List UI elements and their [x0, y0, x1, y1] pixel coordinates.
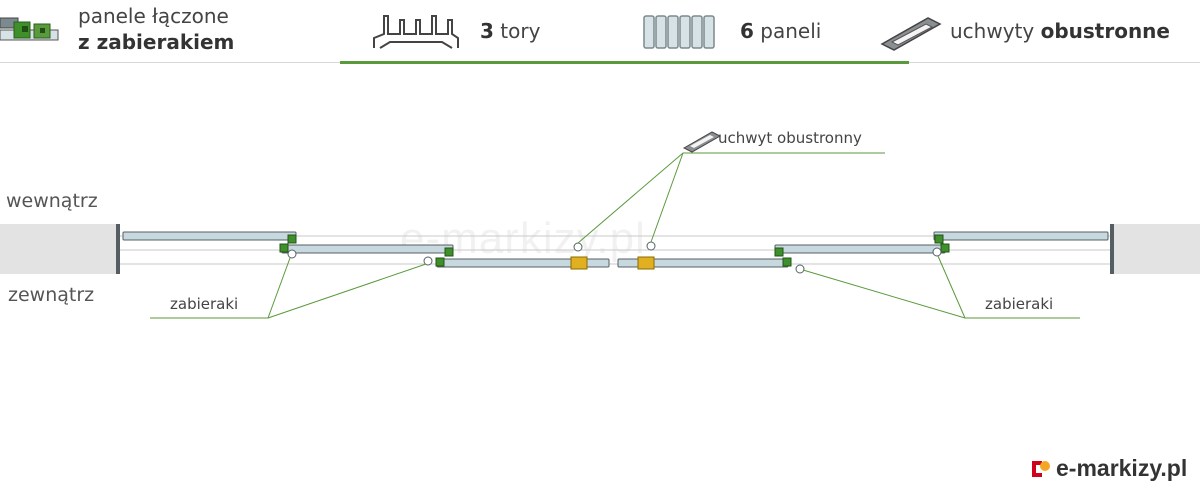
header-item-connected-panels: panele łączone z zabierakiem: [78, 3, 234, 55]
callout-point-4: [646, 241, 656, 251]
catcher-6: [782, 257, 792, 267]
handle-left: [570, 256, 588, 270]
callout-point-1: [287, 249, 297, 259]
catcher-8: [940, 243, 950, 253]
brand-text: e-markizy.pl: [1056, 455, 1188, 481]
brand-logo: e-markizy.pl: [1028, 455, 1187, 482]
track-diagram: e-markizy.pl wewnątrz zewnątrz: [0, 64, 1200, 500]
tracks-count: 3: [480, 19, 494, 43]
handle-callout-label: uchwyt obustronny: [718, 129, 862, 147]
header-item-tracks: 3 tory: [480, 18, 540, 44]
panels-label: paneli: [753, 19, 822, 43]
connected-panels-icon: [0, 14, 60, 48]
catchers-label-right: zabieraki: [985, 295, 1054, 313]
header-item-line2: z zabierakiem: [78, 30, 235, 54]
catcher-5: [774, 247, 784, 257]
header-item-line1: panele łączone: [78, 4, 229, 28]
handle-callout-icon: [682, 131, 722, 153]
outside-label: zewnątrz: [8, 284, 95, 306]
handle-right: [637, 256, 655, 270]
callout-point-6: [932, 247, 942, 257]
callout-point-3: [573, 242, 583, 252]
header-accent-bar: [340, 61, 909, 64]
catcher-2: [279, 243, 289, 253]
right-wall-frame: [1110, 224, 1114, 274]
right-wall: [1112, 224, 1200, 274]
inside-label: wewnątrz: [6, 190, 98, 212]
handles-text: uchwyty obustronne: [950, 18, 1170, 44]
header-item-panels: 6 paneli: [740, 18, 821, 44]
panels-text: 6 paneli: [740, 18, 821, 44]
panel-left-1: [122, 231, 297, 241]
tracks-text: 3 tory: [480, 18, 540, 44]
panel-right-1: [933, 231, 1109, 241]
catcher-3: [444, 247, 454, 257]
track-drawing: [0, 131, 1200, 319]
handles-label: uchwyty: [950, 19, 1041, 43]
leader-lines: [150, 152, 1080, 319]
catcher-7: [934, 234, 944, 244]
left-wall-frame: [116, 224, 120, 274]
three-tracks-icon: [370, 12, 462, 52]
panels-count: 6: [740, 19, 754, 43]
double-sided-handle-icon: [878, 14, 942, 52]
watermark: e-markizy.pl: [400, 214, 646, 263]
catcher-1: [287, 234, 297, 244]
handles-type: obustronne: [1040, 19, 1170, 43]
header: panele łączone z zabierakiem 3 tory 6 pa…: [0, 0, 1200, 64]
left-wall: [0, 224, 118, 274]
callout-point-5: [795, 264, 805, 274]
panel-left-2: [281, 244, 454, 254]
catcher-4: [435, 257, 445, 267]
six-panels-icon: [642, 14, 722, 50]
catchers-label-left: zabieraki: [170, 295, 239, 313]
brand-icon: [1032, 460, 1050, 477]
panel-right-2: [774, 244, 946, 254]
tracks-label: tory: [493, 19, 541, 43]
callout-point-2: [423, 256, 433, 266]
header-item-handles: uchwyty obustronne: [950, 18, 1170, 44]
